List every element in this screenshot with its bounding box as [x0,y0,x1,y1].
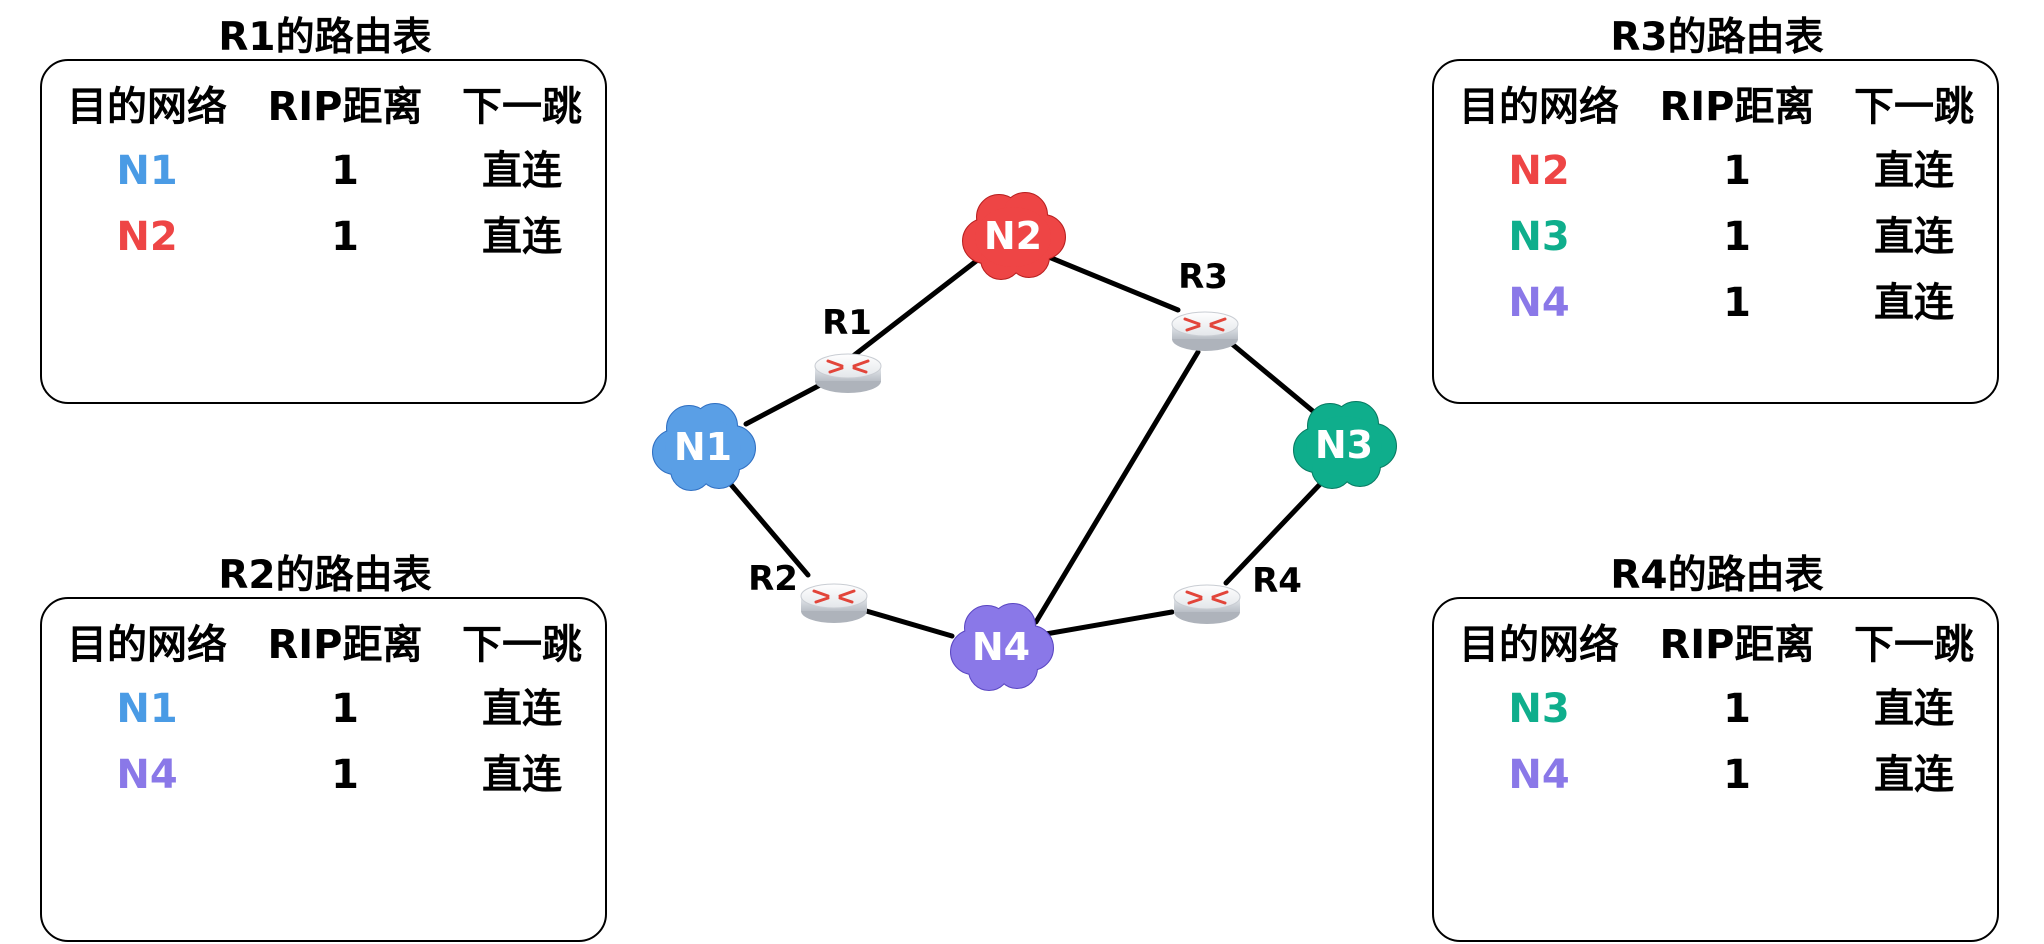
table-row: N2 1 直连 [1434,147,1997,213]
header-next-hop: 下一跳 [1854,84,1974,130]
header-destination-network: 目的网络 [1459,84,1619,130]
rip-distance: 1 [1723,148,1751,194]
table-row: N3 1 直连 [1434,213,1997,279]
next-hop: 直连 [482,148,562,194]
r4-routing-table: 目的网络 RIP距离 下一跳 N3 1 直连 N4 1 直连 [1432,597,1999,942]
table-row: N1 1 直连 [42,685,605,751]
rip-distance: 1 [331,686,359,732]
link-n1-r1 [743,381,825,427]
header-next-hop: 下一跳 [462,622,582,668]
network-links [719,252,1327,639]
network-label-n3: N3 [1315,423,1373,467]
header-next-hop: 下一跳 [1854,622,1974,668]
table-row: N1 1 直连 [42,147,605,213]
router-label-r4: R4 [1252,561,1302,601]
next-hop: 直连 [482,752,562,798]
destination-network: N1 [116,148,178,194]
r3-routing-table: 目的网络 RIP距离 下一跳 N2 1 直连 N3 1 直连 N4 1 直连 [1432,59,1999,404]
next-hop: 直连 [1874,686,1954,732]
r1-table-title: R1的路由表 [218,15,432,60]
r2-table-title: R2的路由表 [218,553,432,598]
destination-network: N4 [1508,752,1570,798]
router-label-r3: R3 [1178,257,1228,297]
next-hop: 直连 [1874,752,1954,798]
cloud-n3: N3 [1293,401,1397,489]
cloud-n4: N4 [950,603,1054,691]
router-label-r1: R1 [822,303,872,343]
next-hop: 直连 [1874,148,1954,194]
r1-routing-table: 目的网络 RIP距离 下一跳 N1 1 直连 N2 1 直连 [40,59,607,404]
header-next-hop: 下一跳 [462,84,582,130]
table-row: N4 1 直连 [42,751,605,817]
table-row: N4 1 直连 [1434,751,1997,817]
header-rip-distance: RIP距离 [267,622,423,668]
destination-network: N3 [1508,214,1570,260]
cloud-n1: N1 [652,403,756,491]
destination-network: N4 [116,752,178,798]
network-label-n2: N2 [984,214,1042,258]
header-rip-distance: RIP距离 [1659,622,1815,668]
rip-distance: 1 [1723,214,1751,260]
rip-distance: 1 [1723,752,1751,798]
r4-table-title: R4的路由表 [1610,553,1824,598]
next-hop: 直连 [482,214,562,260]
destination-network: N3 [1508,686,1570,732]
table-row: N3 1 直连 [1434,685,1997,751]
link-r2-n4 [853,605,955,639]
link-r4-n3 [1223,477,1327,586]
link-r3-n4 [1033,349,1201,625]
router-r1-icon [813,352,883,395]
rip-distance: 1 [1723,686,1751,732]
link-r1-n2 [845,252,987,363]
rip-distance: 1 [331,214,359,260]
router-r2-icon [799,582,869,625]
header-destination-network: 目的网络 [67,84,227,130]
rip-distance: 1 [331,752,359,798]
destination-network: N4 [1508,280,1570,326]
link-n4-r4 [1037,609,1175,638]
router-r3-icon [1170,310,1240,353]
destination-network: N2 [1508,148,1570,194]
network-label-n1: N1 [674,425,732,469]
header-destination-network: 目的网络 [1459,622,1619,668]
table-row: N4 1 直连 [1434,279,1997,345]
next-hop: 直连 [482,686,562,732]
link-n1-r2 [719,471,811,578]
router-r4-icon [1172,583,1242,626]
cloud-n2: N2 [962,192,1066,280]
destination-network: N1 [116,686,178,732]
link-n2-r3 [1041,252,1181,313]
r2-routing-table: 目的网络 RIP距离 下一跳 N1 1 直连 N4 1 直连 [40,597,607,942]
table-row: N2 1 直连 [42,213,605,279]
header-rip-distance: RIP距离 [267,84,423,130]
next-hop: 直连 [1874,280,1954,326]
r3-table-title: R3的路由表 [1610,15,1824,60]
header-rip-distance: RIP距离 [1659,84,1815,130]
rip-distance: 1 [1723,280,1751,326]
header-destination-network: 目的网络 [67,622,227,668]
destination-network: N2 [116,214,178,260]
rip-distance: 1 [331,148,359,194]
next-hop: 直连 [1874,214,1954,260]
network-label-n4: N4 [972,625,1030,669]
link-r3-n3 [1229,341,1317,415]
router-label-r2: R2 [748,559,798,599]
